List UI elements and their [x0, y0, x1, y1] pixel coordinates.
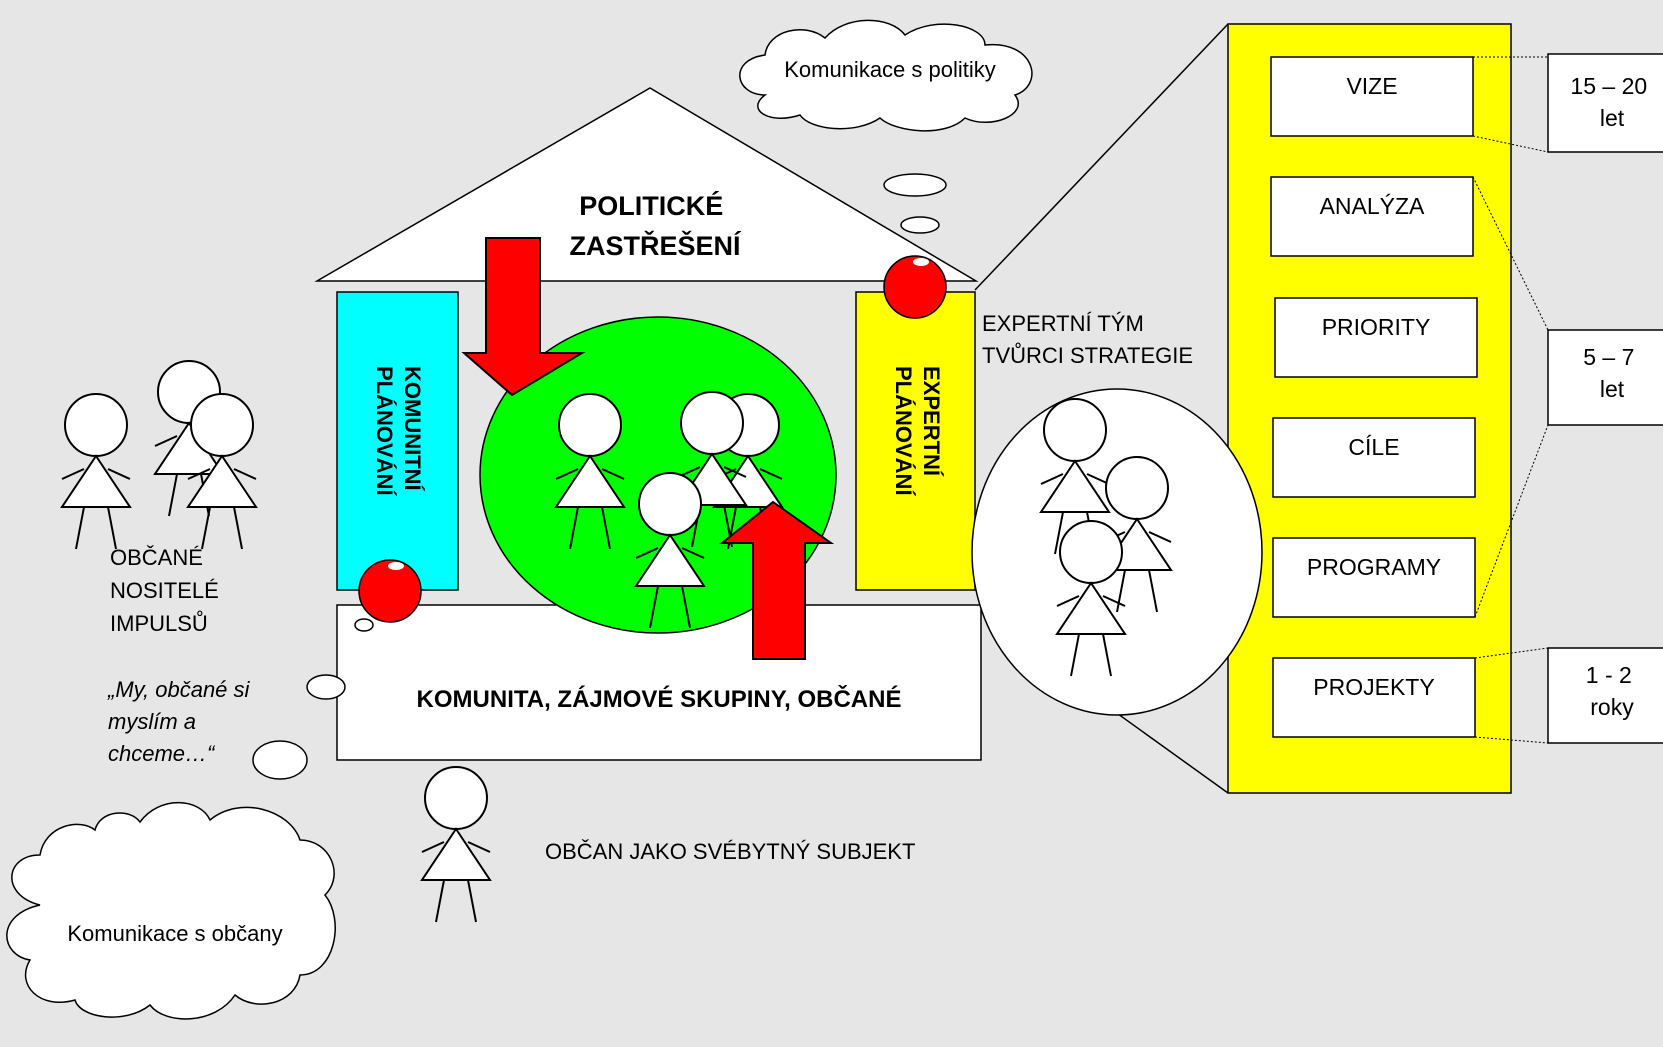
svg-text:5 – 7 let: 5 – 7 let [1583, 344, 1641, 402]
citizen-subject-label: OBČAN JAKO SVÉBYTNÝ SUBJEKT [545, 839, 915, 864]
roof-title: POLITICKÉ ZASTŘEŠENÍ [569, 190, 742, 261]
dotted-connectors [1472, 56, 1549, 744]
expert-team-label: EXPERTNÍ TÝM TVŮRCI STRATEGIE [982, 311, 1193, 368]
community-base-label: KOMUNITA, ZÁJMOVÉ SKUPINY, OBČANÉ [417, 685, 902, 713]
expert-planning-pillar [855, 291, 976, 591]
community-planning-pillar [336, 291, 459, 591]
step-analyza: ANALÝZA [1270, 176, 1474, 257]
zoom-line [974, 23, 1229, 291]
svg-text:CÍLE: CÍLE [1348, 434, 1399, 460]
cloud-politicians-text: Komunikace s politiky [784, 57, 996, 82]
cloud-citizens-text: Komunikace s občany [67, 921, 282, 946]
horizon-long: 15 – 20 let [1547, 53, 1663, 153]
thought-bubble [900, 216, 940, 234]
thought-bubble [883, 173, 947, 197]
red-arrow-up-icon [719, 500, 835, 660]
person-icon [61, 393, 131, 550]
red-ball-icon [883, 255, 947, 319]
horizon-short: 1 - 2 roky [1547, 647, 1663, 744]
thought-bubble [306, 674, 346, 700]
svg-text:PROGRAMY: PROGRAMY [1307, 554, 1441, 580]
svg-text:ANALÝZA: ANALÝZA [1320, 193, 1425, 219]
horizon-mid: 5 – 7 let [1547, 329, 1663, 426]
cloud-citizens [6, 801, 336, 1020]
step-priority: PRIORITY [1274, 297, 1478, 378]
cloud-politicians [739, 19, 1033, 132]
roof-triangle [314, 87, 979, 282]
person-icon [421, 766, 491, 923]
svg-text:PRIORITY: PRIORITY [1322, 314, 1431, 340]
svg-text:PROJEKTY: PROJEKTY [1313, 674, 1434, 700]
svg-text:1 - 2 roky: 1 - 2 roky [1586, 662, 1638, 720]
citizens-impulse-label: OBČANÉ NOSITELÉ IMPULSŮ [110, 545, 225, 636]
thought-bubble [252, 740, 308, 780]
step-cile: CÍLE [1272, 417, 1476, 498]
svg-text:VIZE: VIZE [1346, 73, 1397, 99]
svg-text:15 – 20 let: 15 – 20 let [1570, 73, 1653, 131]
step-programy: PROGRAMY [1272, 537, 1476, 618]
citizens-quote: „My, občané si myslím a chceme…“ [107, 677, 256, 766]
community-planning-label: KOMUNITNÍ PLÁNOVÁNÍ [372, 366, 425, 497]
step-projekty: PROJEKTY [1272, 657, 1476, 738]
red-ball-icon [358, 559, 422, 623]
step-vize: VIZE [1270, 56, 1474, 137]
red-arrow-down-icon [461, 237, 586, 397]
thought-bubble [354, 618, 374, 632]
expert-planning-label: EXPERTNÍ PLÁNOVÁNÍ [891, 366, 944, 496]
